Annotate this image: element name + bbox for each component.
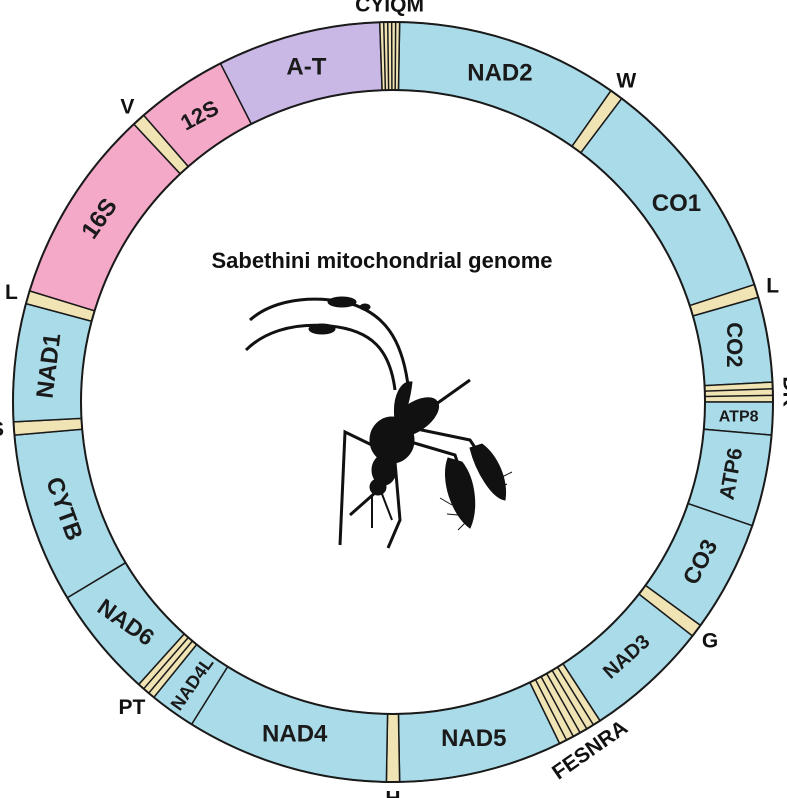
diagram-title: Sabethini mitochondrial genome (211, 248, 552, 273)
trna-label-pt: PT (119, 696, 146, 719)
ring-inner-edge (80, 89, 706, 715)
trna-divider (556, 666, 595, 726)
segment-cyiqm-26 (378, 21, 401, 91)
segment-label-nad5: NAD5 (441, 725, 506, 752)
trna-divider (143, 636, 189, 690)
trna-divider (148, 640, 194, 694)
trna-label-cyiqm: CYIQM (355, 0, 424, 17)
trna-label-v: V (120, 95, 134, 118)
trna-divider (704, 387, 773, 392)
trna-divider (534, 679, 568, 741)
ring-segments (12, 21, 774, 783)
mosquito-silhouette (244, 296, 513, 549)
trna-divider (551, 669, 588, 730)
segment-label-co1: CO1 (652, 190, 701, 217)
segment-label-atp8: ATP8 (719, 409, 759, 426)
ring-outline (12, 21, 774, 783)
trna-label-h: H (385, 788, 400, 798)
segment-h-13 (385, 713, 401, 783)
segment-dk-5 (703, 381, 774, 403)
trna-label-l: L (5, 281, 18, 304)
trna-label-w: W (616, 69, 636, 92)
segment-label-a-t: A-T (286, 54, 326, 81)
ring-outer-edge (12, 21, 774, 783)
trna-divider (704, 394, 773, 398)
segment-label-nad2: NAD2 (467, 59, 532, 86)
trna-divider (386, 22, 390, 91)
segment-label-co2: CO2 (722, 322, 747, 367)
trna-divider (540, 676, 575, 737)
trna-label-g: G (702, 629, 718, 652)
trna-divider (545, 673, 581, 734)
segment-label-nad4: NAD4 (262, 720, 328, 747)
trna-label-l: L (766, 274, 779, 297)
trna-divider (382, 22, 387, 91)
trna-label-dk: DK (778, 376, 787, 406)
trna-label-s: S (0, 418, 4, 441)
